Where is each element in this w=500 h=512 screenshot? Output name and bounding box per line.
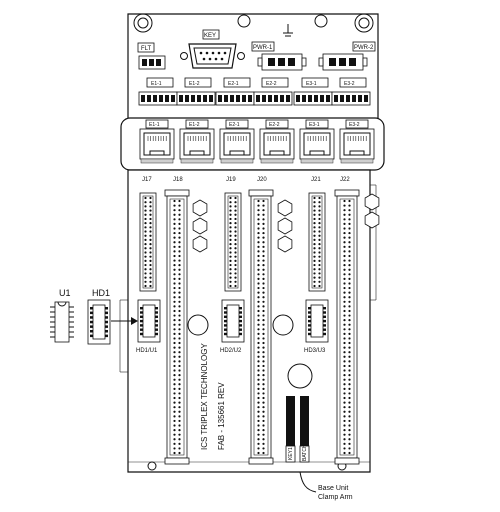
connector-label-j22: J22: [340, 177, 350, 183]
board-text-line2: FAB - 135661 REV: [217, 382, 226, 450]
chip-sockets: HD1/U1 HD2/U2 HD3/U3: [136, 299, 329, 354]
port-label: E1-2: [189, 122, 200, 128]
strip-label-right: BATCH: [302, 444, 308, 461]
connector-label-j17: J17: [142, 177, 152, 183]
connector-headers: [139, 189, 360, 465]
header-j19: [224, 192, 242, 292]
key-strip-left: [286, 396, 295, 446]
socket-label: HD1/U1: [136, 348, 158, 354]
flt-indicator: FLT: [137, 42, 166, 70]
terminal-block-5: E3-1: [293, 77, 333, 106]
key-connector: KEY: [180, 29, 245, 69]
header-j20: [248, 189, 274, 465]
ethernet-port-3: E2-1: [219, 119, 255, 164]
terminal-block-6: E3-2: [331, 77, 371, 106]
screw-right: [314, 14, 328, 28]
connector-label-j21: J21: [311, 177, 321, 183]
u1-chip: [50, 301, 74, 343]
key-label: KEY: [204, 33, 216, 39]
socket-label: HD3/U3: [304, 348, 326, 354]
board-hole-3: [287, 363, 313, 389]
socket-3: HD3/U3: [304, 299, 329, 354]
socket-2: HD2/U2: [220, 299, 245, 354]
board-silkscreen: ICS TRIPLEX TECHNOLOGY FAB - 135661 REV: [200, 342, 226, 450]
port-label: E1-1: [149, 122, 160, 128]
ethernet-port-4: E2-2: [259, 119, 295, 164]
ethernet-port-2: E1-2: [179, 119, 215, 164]
board-text-line1: ICS TRIPLEX TECHNOLOGY: [200, 342, 209, 450]
terminal-label: E1-1: [151, 81, 162, 87]
ethernet-port-block: E1-1 E1-2 E2-1 E2-2 E3-1 E3-2: [120, 117, 385, 171]
port-label: E2-2: [269, 122, 280, 128]
terminal-block-2: E1-2: [176, 77, 216, 106]
socket-1: HD1/U1: [136, 299, 161, 354]
socket-label: HD2/U2: [220, 348, 242, 354]
header-j18: [164, 189, 190, 465]
hd1-label: HD1: [92, 288, 110, 298]
connector-label-j19: J19: [226, 177, 236, 183]
side-chips: U1 HD1: [50, 288, 138, 345]
board-hole-1: [187, 314, 209, 336]
header-j21: [308, 192, 326, 292]
standoffs: [192, 193, 380, 253]
pwr1-label: PWR-1: [253, 45, 273, 51]
clamp-arm-callout: Base Unit Clamp Arm: [299, 471, 353, 501]
key-strip-right: [300, 396, 309, 446]
flt-label: FLT: [141, 46, 152, 52]
port-label: E3-1: [309, 122, 320, 128]
connector-label-j18: J18: [173, 177, 183, 183]
board-screw-left: [147, 461, 157, 471]
pwr2-label: PWR-2: [354, 45, 374, 51]
callout-line2: Clamp Arm: [318, 494, 353, 501]
terminal-block-row: E1-1 E1-2 E2-1 E2-2 E3-1 E3-2: [138, 77, 371, 106]
ethernet-port-6: E3-2: [339, 119, 375, 164]
board-hole-2: [272, 314, 294, 336]
connector-label-j20: J20: [257, 177, 267, 183]
ethernet-port-1: E1-1: [139, 119, 175, 164]
u1-label: U1: [59, 288, 71, 298]
terminal-label: E2-1: [228, 81, 239, 87]
key-strips: KEY1 BATCH: [285, 396, 310, 463]
callout-line1: Base Unit: [318, 485, 348, 492]
hd1-chip: [87, 299, 111, 345]
terminal-block-3: E2-1: [215, 77, 255, 106]
terminal-label: E3-1: [306, 81, 317, 87]
terminal-label: E1-2: [189, 81, 200, 87]
mounting-hole-right: [354, 13, 374, 33]
terminal-block-1: E1-1: [138, 77, 178, 106]
mounting-hole-left: [133, 13, 153, 33]
port-label: E2-1: [229, 122, 240, 128]
strip-label-left: KEY1: [288, 447, 294, 460]
terminal-label: E2-2: [266, 81, 277, 87]
screw-left: [237, 14, 251, 28]
connector-labels: J17 J18 J19 J20 J21 J22: [142, 177, 350, 183]
port-label: E3-2: [349, 122, 360, 128]
header-j17: [139, 192, 157, 292]
header-j22: [334, 189, 360, 465]
terminal-block-4: E2-2: [253, 77, 293, 106]
ethernet-port-5: E3-1: [299, 119, 335, 164]
pwr1-connector: PWR-1: [251, 41, 307, 71]
pwr2-connector: PWR-2: [318, 41, 376, 71]
terminal-label: E3-2: [344, 81, 355, 87]
